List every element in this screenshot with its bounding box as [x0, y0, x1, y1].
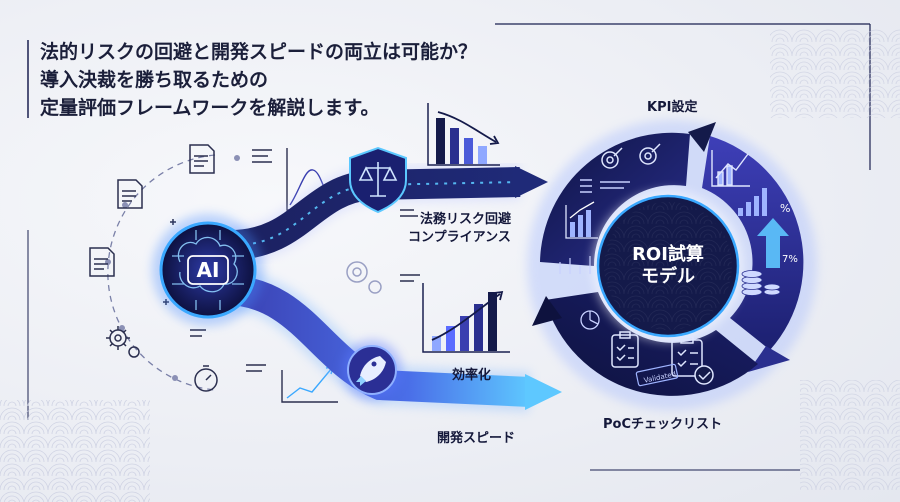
compliance-label: コンプライアンス [408, 230, 511, 245]
wave-pattern-bottom-right [800, 380, 900, 490]
percent-label-top: % [780, 202, 790, 215]
document-icon-3 [89, 247, 115, 277]
legal-risk-label: 法務リスク回避 [420, 212, 512, 227]
headline-line-2: 導入決裁を勝ち取るための [40, 69, 269, 91]
wave-pattern-top-right [770, 28, 900, 118]
declining-bar-chart [427, 103, 500, 166]
wave-pattern-bottom-left [0, 400, 150, 502]
rising-chart-icon-top [711, 150, 750, 187]
target-icon [601, 143, 661, 169]
document-icon-1 [189, 144, 215, 174]
clipboard-icon-1 [611, 331, 639, 368]
lower-arrow-head [525, 374, 562, 410]
scales-icon [358, 162, 398, 197]
dev-speed-label: 開発スピード [437, 431, 516, 446]
kpi-label: KPI設定 [647, 100, 698, 115]
rocket-icon [356, 356, 386, 386]
efficiency-label: 効率化 [452, 368, 492, 383]
rising-bar-chart [422, 283, 510, 353]
clipboard-icon-2 [671, 336, 714, 385]
bar-chart-icon-left [565, 201, 598, 239]
menu-lines-icon [190, 149, 272, 372]
validated-stamp [635, 363, 679, 387]
ring-segment-roi [702, 136, 804, 350]
roi-center-title: ROI試算 [632, 244, 704, 265]
ring-segment-kpi [540, 132, 690, 266]
headline-line-1: 法的リスクの回避と開発スピードの両立は可能か？ [40, 41, 478, 63]
upper-arrow-head [515, 166, 548, 198]
coin-stack-icon [741, 270, 781, 296]
brain-icon [172, 230, 244, 310]
gear-outline-icon [346, 261, 382, 294]
percent-label-right: 7% [782, 254, 798, 265]
document-icon-2 [117, 179, 143, 209]
ai-chip-frame [187, 255, 229, 285]
ai-hub [159, 221, 257, 319]
checklist-lines-icon [580, 179, 630, 193]
poc-checklist-label: PoCチェックリスト [603, 417, 722, 432]
stopwatch-icon [194, 365, 218, 392]
up-arrow-icon [757, 218, 789, 268]
ai-hub-label: AI [196, 258, 220, 282]
headline-line-3: 定量評価フレームワークを解説します。 [40, 97, 380, 119]
roi-center-subtitle: モデル [641, 266, 695, 287]
growth-bars-icon [738, 188, 767, 216]
dot-plot-icon [559, 256, 591, 274]
gear-icon [106, 326, 140, 358]
lines-near-gear [400, 209, 420, 282]
pie-chart-icon [580, 310, 600, 330]
